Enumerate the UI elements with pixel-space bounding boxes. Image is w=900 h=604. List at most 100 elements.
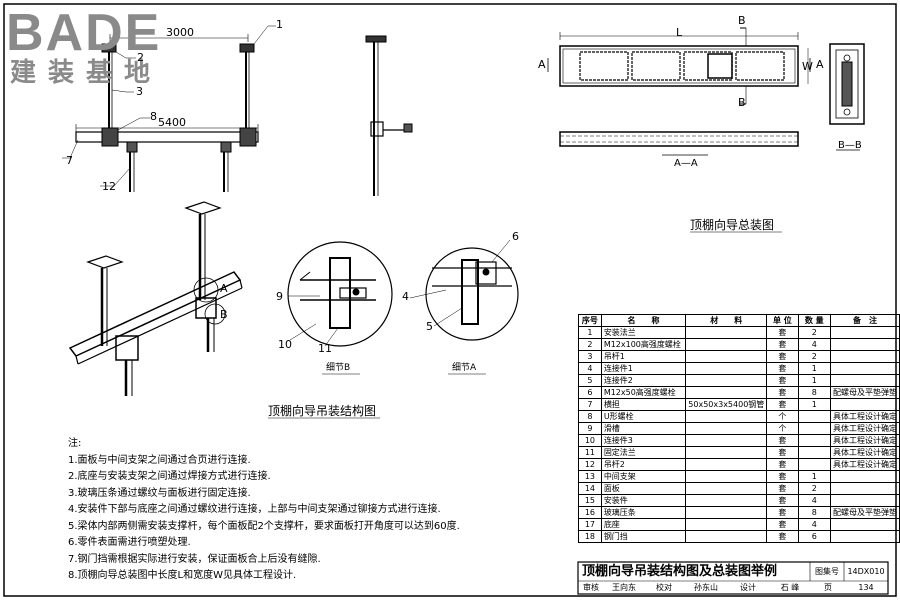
title-section-aa: A—A (674, 158, 698, 169)
table-cell: 14 (578, 482, 602, 495)
isometric-structure (68, 201, 243, 396)
iso-callout-b: B (220, 308, 228, 321)
table-cell: 4 (797, 518, 831, 531)
table-cell: 套 (766, 530, 799, 543)
callout-12: 12 (102, 180, 116, 193)
table-cell: 6 (578, 386, 602, 399)
table-cell (685, 350, 768, 363)
table-cell: 安装件 (600, 494, 687, 507)
table-cell: 8 (797, 506, 831, 519)
section-a-left: A (538, 58, 546, 71)
table-cell: 横担 (600, 398, 687, 411)
table-cell: 连接件1 (600, 362, 687, 375)
dim-5400: 5400 (158, 116, 186, 129)
page-label: 页 (824, 583, 832, 592)
table-cell: 具体工程设计确定 (829, 422, 900, 435)
table-cell (685, 410, 768, 423)
note-item: 4.安装件下部与底座之间通过螺纹进行连接，上部与中间支架通过铆接方式进行连接. (68, 504, 441, 515)
table-cell (829, 482, 900, 495)
table-cell: 套 (766, 470, 799, 483)
table-cell: 材 料 (685, 314, 768, 327)
callout-9: 9 (276, 290, 283, 303)
table-cell: 面板 (600, 482, 687, 495)
table-cell: 17 (578, 518, 602, 531)
table-cell: 滑槽 (600, 422, 687, 435)
signature-row: 审核 王向东 校对 孙东山 设计 石 峰 页 134 (578, 581, 888, 594)
table-cell: 2 (797, 326, 831, 339)
table-cell (685, 362, 768, 375)
table-cell: 数 量 (797, 314, 831, 327)
table-cell (829, 530, 900, 543)
table-cell: 18 (578, 530, 602, 543)
table-cell (797, 458, 831, 471)
table-cell: 单 位 (766, 314, 799, 327)
table-cell (829, 518, 900, 531)
table-cell: 套 (766, 350, 799, 363)
proofer-name: 孙东山 (694, 583, 718, 592)
detail-a-view (409, 239, 519, 341)
table-cell: 配螺母及平垫弹垫 (829, 506, 900, 519)
table-cell: 具体工程设计确定 (829, 458, 900, 471)
notes-block: 注: 1.面板与中间支架之间通过合页进行连接. 2.底座与安装支架之间通过焊接方… (68, 436, 460, 585)
table-cell: 名 称 (600, 314, 687, 327)
table-cell (685, 374, 768, 387)
table-cell (829, 326, 900, 339)
table-cell: 4 (797, 494, 831, 507)
side-elevation (365, 35, 413, 196)
reviewer-name: 王向东 (612, 583, 636, 592)
page-number: 134 (858, 583, 874, 592)
note-item: 6.零件表面需进行喷塑处理. (68, 537, 191, 548)
table-cell: M12x100高强度螺栓 (600, 338, 687, 351)
table-cell: 套 (766, 326, 799, 339)
dim-3000: 3000 (166, 26, 194, 39)
table-cell: 套 (766, 374, 799, 387)
table-cell: 具体工程设计确定 (829, 434, 900, 447)
table-cell: 吊杆2 (600, 458, 687, 471)
note-item: 5.梁体内部两侧需安装支撑杆，每个面板配2个支撑杆，要求面板打开角度可以达到60… (68, 520, 460, 532)
titleblock-frame (577, 561, 889, 595)
callout-11: 11 (318, 342, 332, 355)
table-cell: 8 (578, 410, 602, 423)
table-cell (685, 326, 768, 339)
table-cell: 3 (578, 350, 602, 363)
table-cell: 11 (578, 446, 602, 459)
detail-b-view (287, 241, 393, 347)
atlas-label: 图集号 (815, 567, 839, 576)
table-cell: 2 (797, 350, 831, 363)
atlas-number: 14DX010 (847, 567, 885, 576)
table-cell (797, 434, 831, 447)
table-cell: 13 (578, 470, 602, 483)
table-cell: 1 (797, 362, 831, 375)
table-cell (685, 386, 768, 399)
section-a-right: A (816, 58, 824, 71)
table-cell: 套 (766, 494, 799, 507)
table-cell: M12x50高强度螺栓 (600, 386, 687, 399)
table-cell: 安装法兰 (600, 326, 687, 339)
table-cell (797, 410, 831, 423)
table-cell (829, 362, 900, 375)
table-cell (685, 530, 768, 543)
table-cell: 2 (797, 482, 831, 495)
table-cell: 套 (766, 506, 799, 519)
callout-8: 8 (150, 110, 157, 123)
note-item: 3.玻璃压条通过螺纹与面板进行固定连接. (68, 487, 251, 499)
table-cell: 15 (578, 494, 602, 507)
table-cell: 备 注 (829, 314, 900, 327)
design-label: 设计 (740, 583, 756, 592)
table-cell (829, 494, 900, 507)
